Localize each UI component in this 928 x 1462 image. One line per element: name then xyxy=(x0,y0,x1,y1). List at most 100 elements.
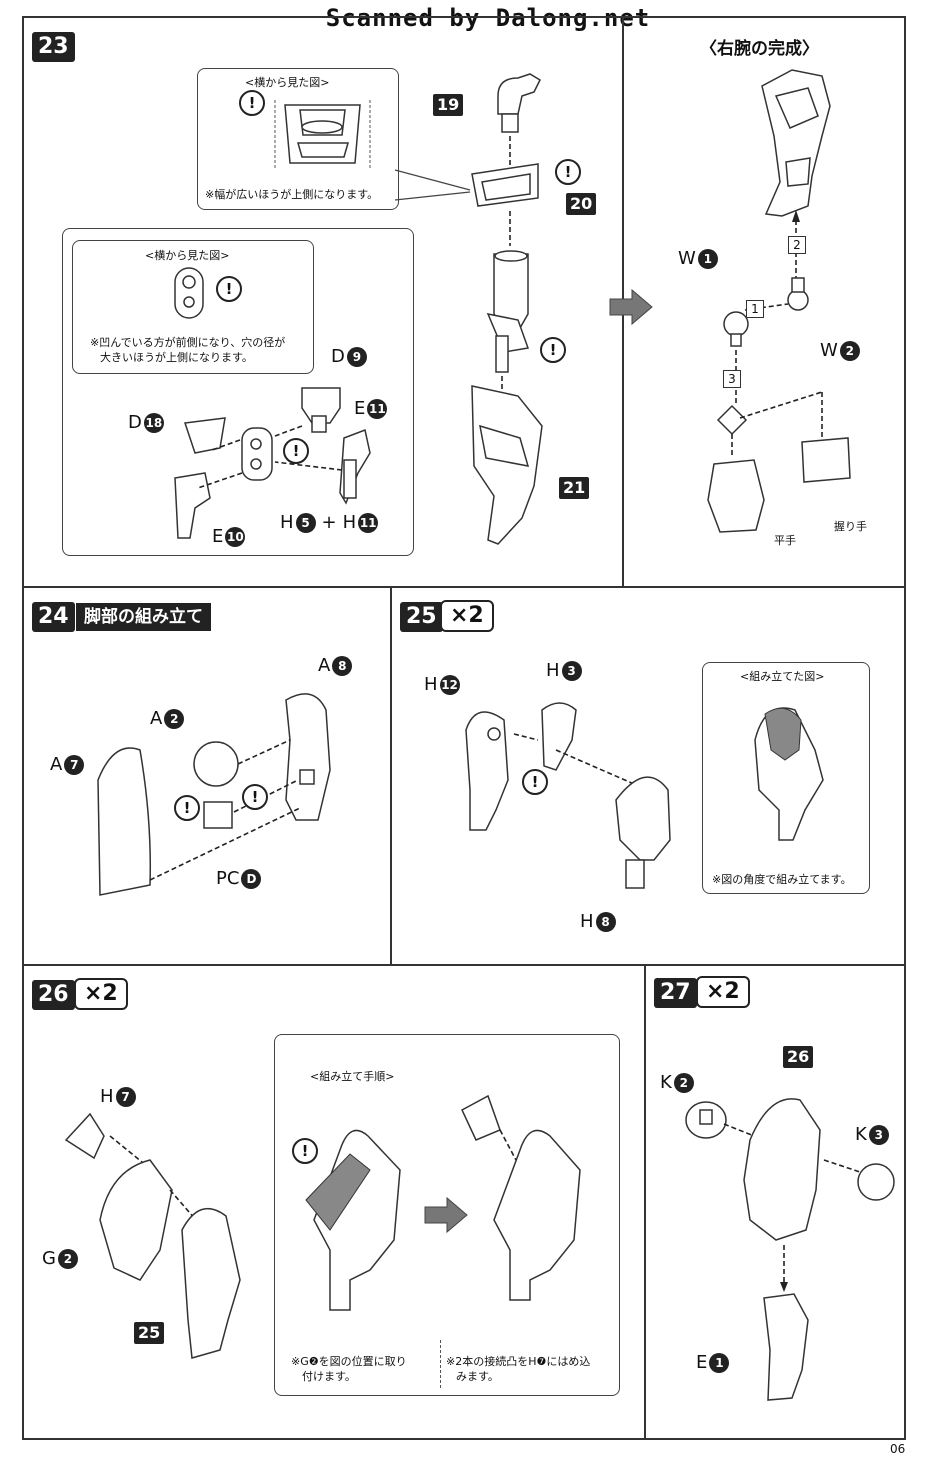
callout-note-left-1: ※G❷を図の位置に取り xyxy=(291,1355,407,1368)
part-number-25: 25 xyxy=(134,1322,165,1344)
fist-hand-label: 握り手 xyxy=(834,520,867,533)
part-letter: D xyxy=(128,412,142,433)
plus-sign: + xyxy=(321,512,337,533)
part-number: 2 xyxy=(673,1072,694,1093)
part-number-20: 20 xyxy=(566,193,597,215)
part-number-19: 19 xyxy=(433,94,464,116)
leg-completion-drawing xyxy=(685,1098,895,1401)
step-title-24: 脚部の組み立て xyxy=(76,603,211,631)
open-hand-label: 平手 xyxy=(774,534,796,547)
callout-note-line2: 大きいほうが上側になります。 xyxy=(100,351,253,364)
knee-assembly-drawing xyxy=(465,702,671,889)
part-number: 10 xyxy=(225,526,246,547)
caution-icon: ! xyxy=(239,90,265,116)
panel-step-27 xyxy=(644,964,906,1440)
page-number: 06 xyxy=(890,1442,906,1456)
part-letter: D xyxy=(331,346,345,367)
part-number: 2 xyxy=(839,340,860,361)
multiplier-badge: ×2 xyxy=(74,978,128,1010)
caution-icon: ! xyxy=(174,795,200,821)
multiplier-badge: ×2 xyxy=(440,600,494,632)
part-letter: A xyxy=(150,708,163,729)
caution-icon: ! xyxy=(292,1138,318,1164)
callout-note: ※幅が広いほうが上側になります。 xyxy=(205,188,379,201)
callout-note-right-2: みます。 xyxy=(456,1370,499,1383)
step-number-23: 23 xyxy=(32,32,75,62)
callout-title: <横から見た図> xyxy=(145,249,230,262)
caution-icon: ! xyxy=(242,784,268,810)
step-number-26: 26 xyxy=(32,980,75,1010)
callout-divider xyxy=(440,1340,442,1388)
part-number: 3 xyxy=(561,660,582,681)
part-letter: K xyxy=(855,1124,867,1145)
part-letter: H xyxy=(580,911,594,932)
callout-note-line1: ※凹んでいる方が前側になり、穴の径が xyxy=(90,336,286,349)
part-letter: H xyxy=(280,512,294,533)
part-number: 11 xyxy=(358,512,379,533)
hand-swap-diagram xyxy=(707,210,851,533)
caution-icon: ! xyxy=(555,159,581,185)
part-number: 1 xyxy=(709,1352,730,1373)
assembled-view-callout xyxy=(702,662,870,894)
assembled-knee-drawing xyxy=(754,707,824,841)
part-number: 8 xyxy=(332,655,353,676)
right-arm-complete-heading: 〈右腕の完成〉 xyxy=(700,39,819,59)
part-number: 12 xyxy=(439,674,460,695)
callout-note: ※図の角度で組み立てます。 xyxy=(712,873,852,886)
caution-icon: ! xyxy=(522,769,548,795)
part-number: 9 xyxy=(346,346,367,367)
part-number-21: 21 xyxy=(559,477,590,499)
part-letter: W xyxy=(678,248,696,269)
part-letter: H xyxy=(546,660,560,681)
procedure-step-2-drawing xyxy=(461,1094,581,1301)
part-letter: H xyxy=(100,1086,114,1107)
part-number: 3 xyxy=(868,1124,889,1145)
part-number: 18 xyxy=(143,412,164,433)
part-letter: A xyxy=(50,754,63,775)
part-number: 1 xyxy=(697,248,718,269)
sequence-step-1: 1 xyxy=(746,300,764,318)
callout-note-left-2: 付けます。 xyxy=(302,1370,356,1383)
sequence-step-3: 3 xyxy=(723,370,741,388)
caution-icon: ! xyxy=(540,337,566,363)
sequence-step-2: 2 xyxy=(788,236,806,254)
callout-title: <組み立てた図> xyxy=(740,670,825,683)
step-number-24: 24 xyxy=(32,602,75,632)
callout-title: <横から見た図> xyxy=(245,76,330,89)
part-number: 7 xyxy=(115,1086,136,1107)
shoulder-joint-assembly-drawing xyxy=(174,387,371,539)
part-number: 11 xyxy=(367,398,388,419)
thigh-assembly-drawing xyxy=(64,1112,241,1359)
part-h5-side-view-drawing xyxy=(174,267,204,319)
leg-frame-assembly-drawing xyxy=(97,693,331,896)
step-number-27: 27 xyxy=(654,978,697,1008)
part-letter: H xyxy=(424,674,438,695)
part-number: 5 xyxy=(295,512,316,533)
part-number: D xyxy=(241,868,262,889)
part-letter: E xyxy=(354,398,366,419)
callout-note-right-1: ※2本の接続凸をH❼にはめ込 xyxy=(446,1355,591,1368)
part-number: 8 xyxy=(595,911,616,932)
callout-title: <組み立て手順> xyxy=(310,1070,395,1083)
next-arrow-icon xyxy=(609,288,653,326)
part-letter: E xyxy=(696,1352,708,1373)
procedure-step-1-drawing xyxy=(305,1129,401,1311)
